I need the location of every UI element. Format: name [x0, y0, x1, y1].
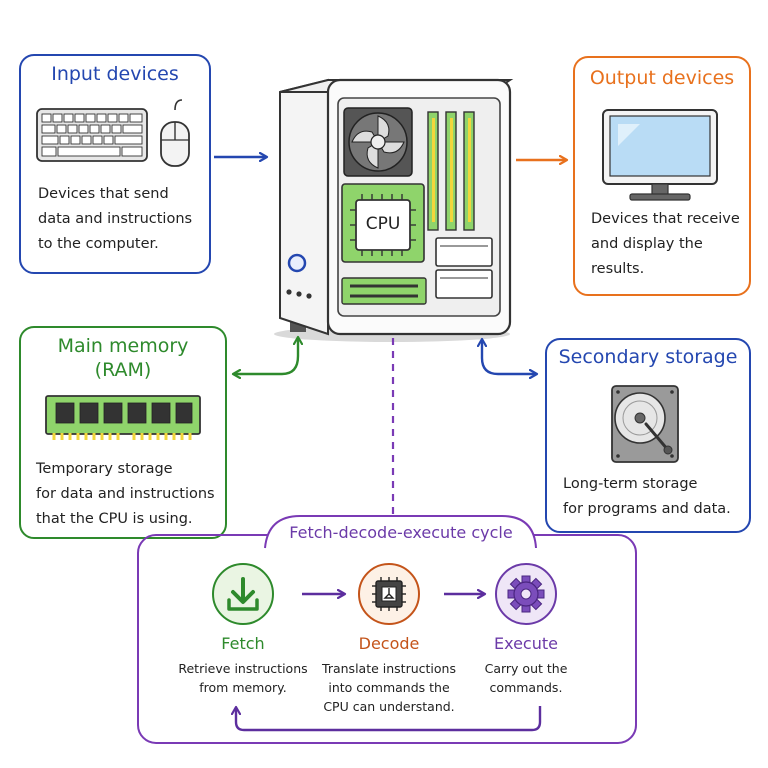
output-devices-description-line: and display the: [591, 236, 703, 252]
output-devices-description-line: Devices that receive: [591, 211, 740, 227]
download-icon: [227, 577, 259, 611]
fetch-stage-title: Fetch: [221, 634, 265, 653]
computer-case-icon: [274, 78, 514, 342]
decode-description-line: into commands the: [328, 680, 450, 695]
output-devices-description-line: results.: [591, 261, 645, 277]
gear-icon: [507, 575, 545, 613]
fetch-description-line: Retrieve instructions: [178, 661, 308, 676]
chip-icon: [372, 577, 406, 611]
cycle-title: Fetch-decode-execute cycle: [289, 523, 513, 542]
main-memory-description-line: for data and instructions: [36, 486, 215, 502]
computer-memory-arrow: [234, 338, 298, 374]
power-button-icon: [287, 253, 307, 273]
secondary-storage-description-line: Long-term storage: [563, 476, 698, 492]
cpu-label: CPU: [365, 214, 401, 234]
input-devices-description-line: Devices that send: [38, 186, 169, 202]
decode-description-line: Translate instructions: [322, 661, 456, 676]
fetch-stage-description: Retrieve instructions from memory.: [167, 659, 319, 697]
execute-stage-description: Carry out the commands.: [456, 659, 596, 697]
fetch-description-line: from memory.: [199, 680, 287, 695]
main-memory-description-line: that the CPU is using.: [36, 511, 193, 527]
fan-icon: [343, 107, 413, 177]
execute-description-line: Carry out the: [484, 661, 568, 676]
decode-stage-icon: [358, 563, 420, 625]
fetch-stage-icon: [212, 563, 274, 625]
monitor-icon: [602, 109, 718, 201]
execute-stage-icon: [495, 563, 557, 625]
keyboard-icon: [36, 108, 148, 162]
execute-stage-title: Execute: [494, 634, 558, 653]
secondary-storage-description-line: for programs and data.: [563, 501, 731, 517]
computer-storage-arrow: [482, 340, 536, 374]
input-devices-description: Devices that send data and instructions …: [38, 182, 208, 257]
secondary-storage-description: Long-term storage for programs and data.: [563, 472, 749, 522]
secondary-storage-title: Secondary storage: [558, 346, 738, 368]
ram-module-icon: [45, 395, 201, 440]
main-memory-subtitle: (RAM): [94, 359, 152, 381]
execute-to-fetch-loop-arrow: [236, 706, 542, 732]
output-devices-title: Output devices: [589, 67, 735, 89]
mouse-icon: [160, 99, 190, 167]
main-memory-box: [19, 326, 227, 539]
decode-stage-description: Translate instructions into commands the…: [313, 659, 465, 716]
output-devices-box: [573, 56, 751, 296]
ram-slots: [427, 111, 475, 231]
secondary-storage-box: [545, 338, 751, 533]
cpu-chip-icon: [350, 194, 416, 256]
decode-stage-title: Decode: [358, 634, 420, 653]
input-devices-description-line: to the computer.: [38, 236, 159, 252]
input-devices-title: Input devices: [51, 63, 179, 85]
output-devices-description: Devices that receive and display the res…: [591, 207, 749, 282]
input-devices-box: [19, 54, 211, 274]
main-memory-description: Temporary storage for data and instructi…: [36, 457, 224, 532]
main-memory-description-line: Temporary storage: [36, 461, 173, 477]
hard-drive-icon: [611, 385, 679, 463]
cycle-title-tab: [264, 515, 537, 549]
execute-description-line: commands.: [489, 680, 563, 695]
decode-description-line: CPU can understand.: [323, 699, 455, 714]
main-memory-title: Main memory: [57, 335, 189, 357]
input-devices-description-line: data and instructions: [38, 211, 193, 227]
